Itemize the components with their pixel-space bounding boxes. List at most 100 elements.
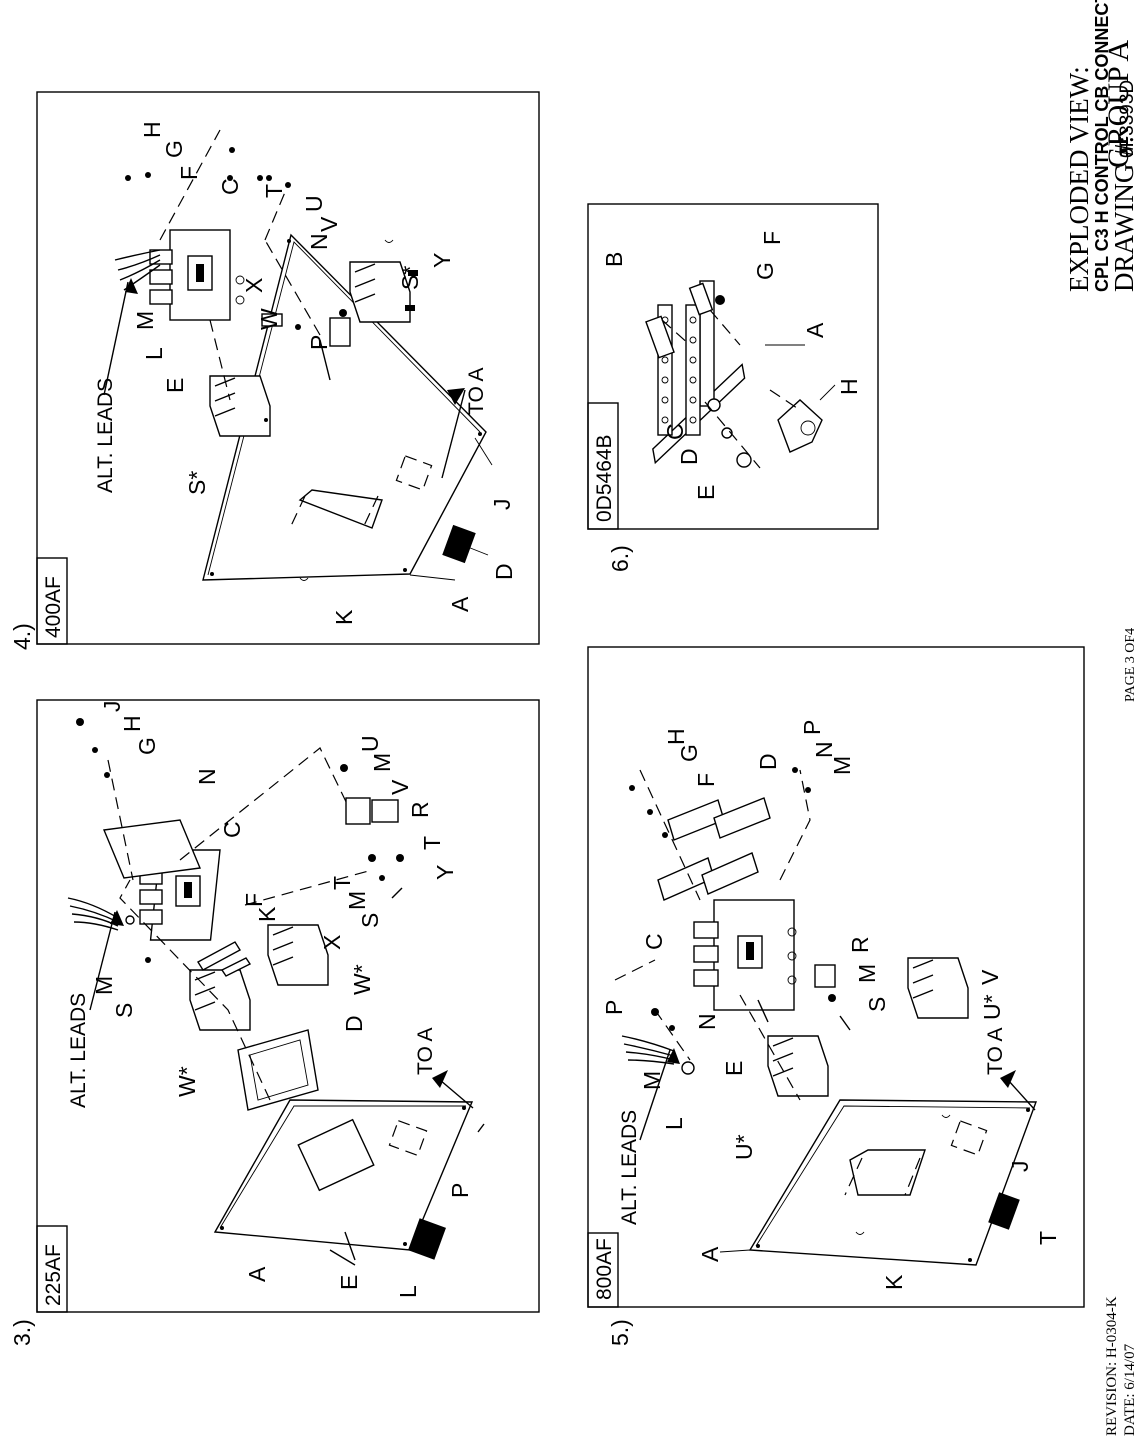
label-H: H bbox=[663, 728, 689, 745]
label-T2: T bbox=[329, 876, 355, 890]
page-number: PAGE 3 OF4 bbox=[1123, 628, 1138, 702]
label-H: H bbox=[836, 378, 862, 395]
label-P: P bbox=[601, 1000, 627, 1015]
label-N: N bbox=[694, 1013, 720, 1030]
label-G: G bbox=[161, 140, 187, 158]
label-M: M bbox=[639, 1071, 665, 1090]
label-E: E bbox=[693, 485, 719, 500]
label-W: W bbox=[256, 308, 282, 330]
label-N: N bbox=[194, 768, 220, 785]
label-H: H bbox=[139, 121, 165, 138]
label-S1: S* bbox=[184, 471, 210, 495]
label-D: D bbox=[676, 448, 702, 465]
label-K: K bbox=[331, 609, 357, 625]
drawing-number-label: DRAWING #: bbox=[1109, 136, 1138, 292]
label-D: D bbox=[491, 563, 517, 580]
label-J: J bbox=[489, 499, 515, 511]
panel-frame-label: 0D5464B bbox=[593, 434, 616, 522]
label-Y: Y bbox=[432, 865, 458, 880]
label-S2: S bbox=[357, 913, 383, 928]
panel-frame-label: 400AF bbox=[42, 576, 65, 638]
label-S2: S* bbox=[397, 266, 423, 290]
drawing-title: EXPLODED VIEW: bbox=[1064, 66, 1094, 292]
label-to-a: TO A bbox=[465, 368, 488, 415]
label-alt-leads: ALT. LEADS bbox=[94, 378, 117, 493]
panel-frame-label: 800AF bbox=[593, 1238, 616, 1300]
label-A: A bbox=[244, 1266, 270, 1282]
label-L: L bbox=[661, 1117, 687, 1130]
label-E: E bbox=[721, 1061, 747, 1076]
label-M2: M bbox=[369, 753, 395, 772]
label-R: R bbox=[407, 801, 433, 818]
label-V: V bbox=[316, 216, 342, 232]
label-M3: M bbox=[829, 756, 855, 775]
label-G: G bbox=[134, 737, 160, 755]
label-U2: U* bbox=[979, 994, 1005, 1020]
label-N2: N bbox=[811, 741, 837, 758]
label-D: D bbox=[755, 753, 781, 770]
label-X: X bbox=[241, 278, 267, 293]
label-C: C bbox=[662, 423, 688, 440]
label-K: K bbox=[881, 1274, 907, 1290]
label-to-a: TO A bbox=[984, 1028, 1007, 1075]
label-U: U* bbox=[731, 1134, 757, 1160]
label-A: A bbox=[697, 1246, 723, 1262]
label-F: F bbox=[759, 231, 785, 245]
label-to-a: TO A bbox=[414, 1028, 437, 1075]
label-J: J bbox=[99, 701, 125, 713]
label-F: F bbox=[176, 166, 202, 180]
label-T: T bbox=[1035, 1231, 1061, 1245]
label-alt-leads: ALT. LEADS bbox=[618, 1110, 641, 1225]
label-P2: P bbox=[799, 720, 825, 735]
label-M3: M bbox=[344, 891, 370, 910]
label-C: C bbox=[219, 821, 245, 838]
panel-400af: 400AF 4.) bbox=[9, 91, 540, 650]
panel-frame-label: 225AF bbox=[42, 1244, 65, 1306]
panel-800af: 800AF 5.) bbox=[587, 646, 1085, 1346]
panel-number: 4.) bbox=[9, 623, 35, 650]
label-M: M bbox=[91, 976, 117, 995]
label-S: S bbox=[864, 997, 890, 1012]
label-A: A bbox=[447, 596, 473, 612]
label-F: F bbox=[241, 893, 267, 907]
label-J: J bbox=[1007, 1161, 1033, 1173]
label-U: U bbox=[357, 735, 383, 752]
label-P: P bbox=[447, 1183, 473, 1198]
date-text: DATE: 6/14/07 bbox=[1122, 1343, 1138, 1436]
label-E: E bbox=[336, 1275, 362, 1290]
label-G: G bbox=[676, 744, 702, 762]
label-H: H bbox=[119, 715, 145, 732]
label-N: N bbox=[306, 233, 332, 250]
label-F: F bbox=[693, 773, 719, 787]
label-C: C bbox=[641, 933, 667, 950]
label-Y: Y bbox=[429, 253, 455, 268]
label-V: V bbox=[977, 969, 1003, 985]
label-W1: W* bbox=[174, 1066, 200, 1097]
panel-number: 6.) bbox=[607, 545, 633, 572]
label-alt-leads: ALT. LEADS bbox=[67, 993, 90, 1108]
label-R: R bbox=[847, 936, 873, 953]
label-B: B bbox=[601, 252, 627, 267]
label-A: A bbox=[802, 322, 828, 338]
label-X: X bbox=[319, 935, 345, 950]
label-S: S bbox=[111, 1003, 137, 1018]
panel-number: 3.) bbox=[9, 1319, 35, 1346]
label-E: E bbox=[162, 378, 188, 393]
label-P: P bbox=[306, 335, 332, 350]
label-T: T bbox=[419, 836, 445, 850]
label-M: M bbox=[132, 311, 158, 330]
label-T: T bbox=[261, 184, 287, 198]
drawing-subtitle: CPL C3 H CONTROL CB CONNECTION bbox=[1092, 0, 1112, 292]
panel-number: 5.) bbox=[607, 1319, 633, 1346]
label-W2: W* bbox=[349, 964, 375, 995]
label-G: G bbox=[752, 262, 778, 280]
revision-text: REVISION: H-0304-K bbox=[1104, 1296, 1120, 1436]
label-M2: M bbox=[854, 964, 880, 983]
panel-0d5464b: 0D5464B 6.) B F G A H C D E bbox=[587, 203, 879, 572]
group-label: GROUP A bbox=[1102, 40, 1135, 168]
label-V: V bbox=[387, 779, 413, 795]
drawing-number: 0F3393D bbox=[1117, 80, 1138, 158]
label-L: L bbox=[141, 347, 167, 360]
